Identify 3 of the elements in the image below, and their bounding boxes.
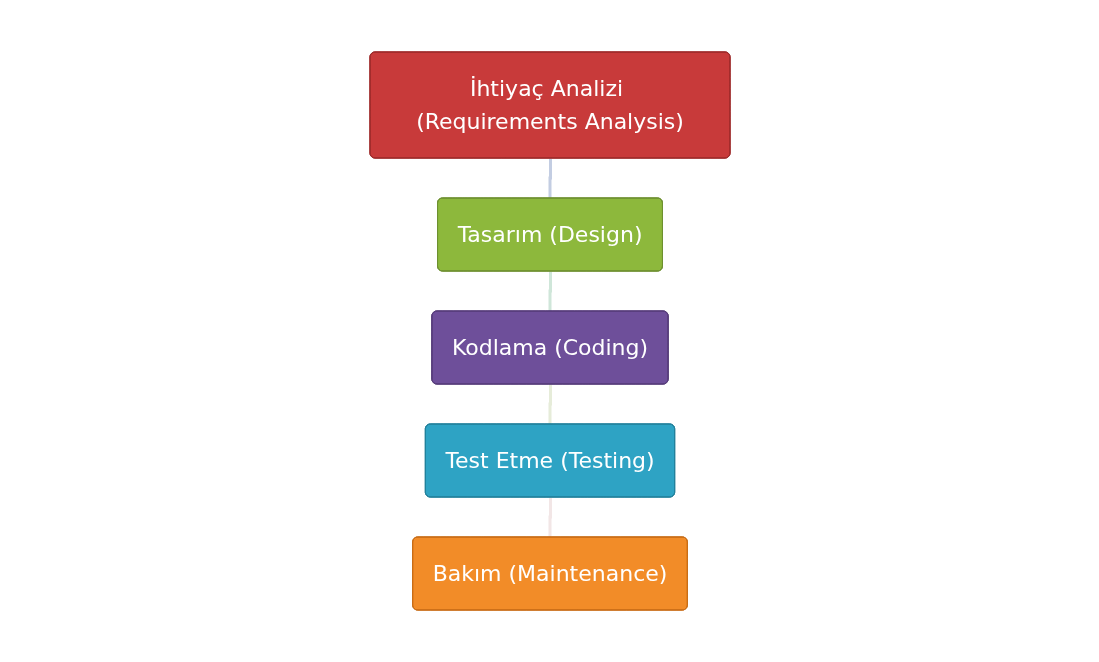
connector — [548, 384, 552, 426]
connector — [548, 158, 552, 200]
connector — [548, 271, 552, 313]
